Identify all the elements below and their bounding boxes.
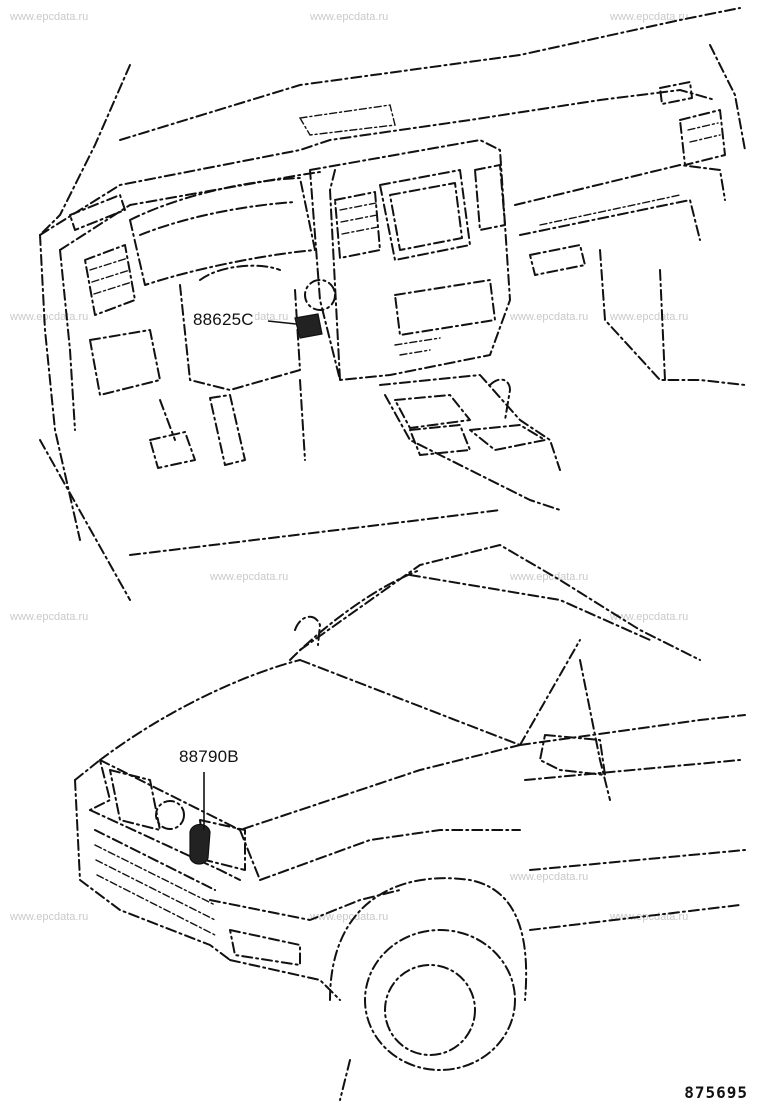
figure-number: 875695 (684, 1083, 748, 1102)
part-88625c-switch (294, 313, 323, 339)
watermark: www.epcdata.ru (210, 571, 289, 583)
part-88790b-component (189, 823, 211, 865)
watermark: www.epcdata.ru (610, 11, 689, 23)
watermark: www.epcdata.ru (610, 311, 689, 323)
dashboard-interior-illustration (39, 7, 746, 601)
watermark: www.epcdata.ru (510, 311, 589, 323)
watermark: www.epcdata.ru (610, 611, 689, 623)
watermark: www.epcdata.ru (610, 911, 689, 923)
vehicle-exterior-illustration (74, 544, 746, 1101)
watermark: www.epcdata.ru (10, 611, 89, 623)
watermark: www.epcdata.ru (10, 311, 89, 323)
watermark: www.epcdata.ru (310, 11, 389, 23)
watermark: www.epcdata.ru (10, 911, 89, 923)
watermark: www.epcdata.ru (510, 571, 589, 583)
callout-label-upper: 88625C (192, 310, 255, 329)
watermark: www.epcdata.ru (310, 911, 389, 923)
watermark: www.epcdata.ru (10, 11, 89, 23)
watermark: www.epcdata.ru (510, 871, 589, 883)
callout-label-lower: 88790B (178, 747, 240, 766)
